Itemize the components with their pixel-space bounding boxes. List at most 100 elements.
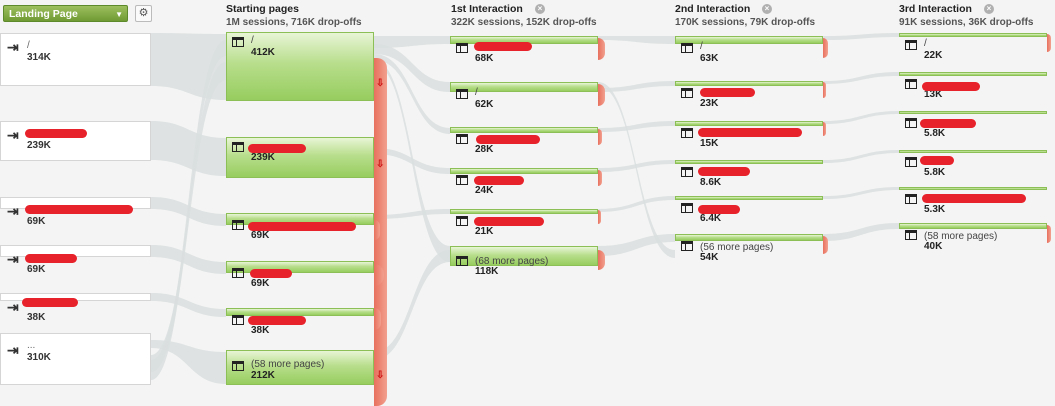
starting-page-node[interactable]: 69K [226,261,374,289]
interaction-node[interactable]: / 63K [675,36,823,64]
drop-off-arrow-icon: ⇩ [376,370,385,381]
interaction-node[interactable]: 5.8K [899,111,1047,139]
interaction-node[interactable]: 13K [899,72,1047,100]
interaction-node[interactable]: 21K [450,209,598,237]
flow-ribbon[interactable] [823,150,899,163]
drop-off-bar[interactable] [598,170,602,186]
flow-ribbon[interactable] [598,121,675,132]
source-count: 239K [27,140,51,151]
dimension-dropdown[interactable]: Landing Page ▼ [3,5,128,22]
flow-ribbon[interactable] [374,148,450,174]
source-label: ... [27,340,36,351]
drop-off-bar[interactable] [598,84,605,106]
flow-ribbon[interactable] [151,121,226,176]
interaction-node[interactable]: / 22K [899,33,1047,61]
source-count: 314K [27,52,51,63]
redaction-mark [700,88,755,97]
interaction-node[interactable]: 28K [450,127,598,155]
node-label: / [475,87,478,98]
drop-off-bar[interactable] [598,129,602,145]
drop-off-bar[interactable] [1047,34,1051,52]
drop-off-bar[interactable] [598,210,601,224]
flow-ribbon[interactable] [374,36,450,48]
drop-off-bar[interactable] [374,264,384,286]
node-count: 23K [700,98,719,109]
redaction-mark [698,128,802,137]
redaction-mark [474,42,532,51]
starting-page-node[interactable]: / 412K [226,32,374,101]
flow-ribbon[interactable] [823,72,899,84]
column-header-starting-pages: Starting pages 1M sessions, 716K drop-of… [226,3,362,29]
flow-ribbon[interactable] [374,209,450,219]
flow-ribbon[interactable] [374,250,450,360]
flow-ribbon[interactable] [823,223,899,241]
column-title: 2nd Interaction [675,3,751,15]
interaction-node[interactable]: 5.3K [899,187,1047,215]
node-count: 6.4K [700,213,722,224]
interaction-node[interactable]: (68 more pages) 118K [450,246,598,277]
entrance-arrow-icon: ⇥ [7,342,19,358]
interaction-node[interactable]: 5.8K [899,150,1047,178]
column-subtitle: 1M sessions, 716K drop-offs [226,17,362,28]
interaction-node[interactable]: (58 more pages) 40K [899,223,1047,252]
redaction-mark [22,298,78,307]
entrance-arrow-icon: ⇥ [7,251,19,267]
page-icon [681,43,693,53]
page-icon [905,230,917,240]
flow-ribbon[interactable] [598,196,675,212]
starting-page-node[interactable]: 38K [226,308,374,336]
node-count: 68K [475,53,494,64]
flow-ribbon[interactable] [151,245,226,274]
source-node[interactable]: ⇥ / 314K [0,33,151,86]
drop-off-bar[interactable] [374,220,380,240]
drop-off-bar[interactable] [823,236,828,254]
flow-ribbon[interactable] [823,187,899,199]
drop-off-bar[interactable] [598,38,605,60]
node-label: / [251,35,254,46]
flow-ribbon[interactable] [598,36,675,44]
column-title: 1st Interaction [451,3,523,15]
interaction-node[interactable]: 24K [450,168,598,196]
drop-off-bar[interactable] [823,122,826,136]
drop-off-bar[interactable] [1047,225,1051,243]
flow-ribbon[interactable] [374,54,450,134]
flow-ribbon[interactable] [823,33,899,40]
drop-off-bar[interactable]: ⇩ [374,358,387,396]
drop-off-bar[interactable] [823,38,828,58]
source-node[interactable]: ⇥ 239K [0,121,151,161]
drop-off-arrow-icon: ⇩ [376,78,385,89]
interaction-node[interactable]: (56 more pages) 54K [675,234,823,263]
page-icon [456,89,468,99]
starting-page-node[interactable]: (58 more pages) 212K [226,350,374,385]
interaction-node[interactable]: / 62K [450,82,598,110]
close-icon[interactable]: × [984,4,994,14]
close-icon[interactable]: × [762,4,772,14]
drop-off-bar[interactable] [823,82,826,98]
interaction-node[interactable]: 23K [675,81,823,109]
interaction-node[interactable]: 6.4K [675,196,823,224]
source-node[interactable]: ⇥ ... 310K [0,333,151,385]
flow-ribbon[interactable] [823,111,899,124]
drop-off-bar[interactable] [598,250,605,270]
drop-off-bar[interactable] [374,308,381,330]
gear-icon[interactable]: ⚙ [135,5,152,22]
interaction-node[interactable]: 8.6K [675,160,823,188]
flow-ribbon[interactable] [598,81,675,92]
flow-ribbon[interactable] [374,44,450,92]
drop-off-bar[interactable]: ⇩ [374,144,387,185]
node-label: (68 more pages) [475,256,549,267]
flow-ribbon[interactable] [598,82,675,258]
flow-ribbon[interactable] [151,293,226,317]
node-count: 22K [924,50,943,61]
interaction-node[interactable]: 15K [675,121,823,149]
flow-ribbon[interactable] [598,234,675,256]
close-icon[interactable]: × [535,4,545,14]
flow-ribbon[interactable] [598,160,675,172]
node-count: 62K [475,99,494,110]
node-count: 5.8K [924,167,946,178]
starting-page-node[interactable]: 239K [226,137,374,178]
drop-off-arrow-icon: ⇩ [376,159,385,170]
flow-ribbon[interactable] [151,340,226,384]
source-label: / [27,40,30,51]
flow-ribbon[interactable] [151,40,226,380]
